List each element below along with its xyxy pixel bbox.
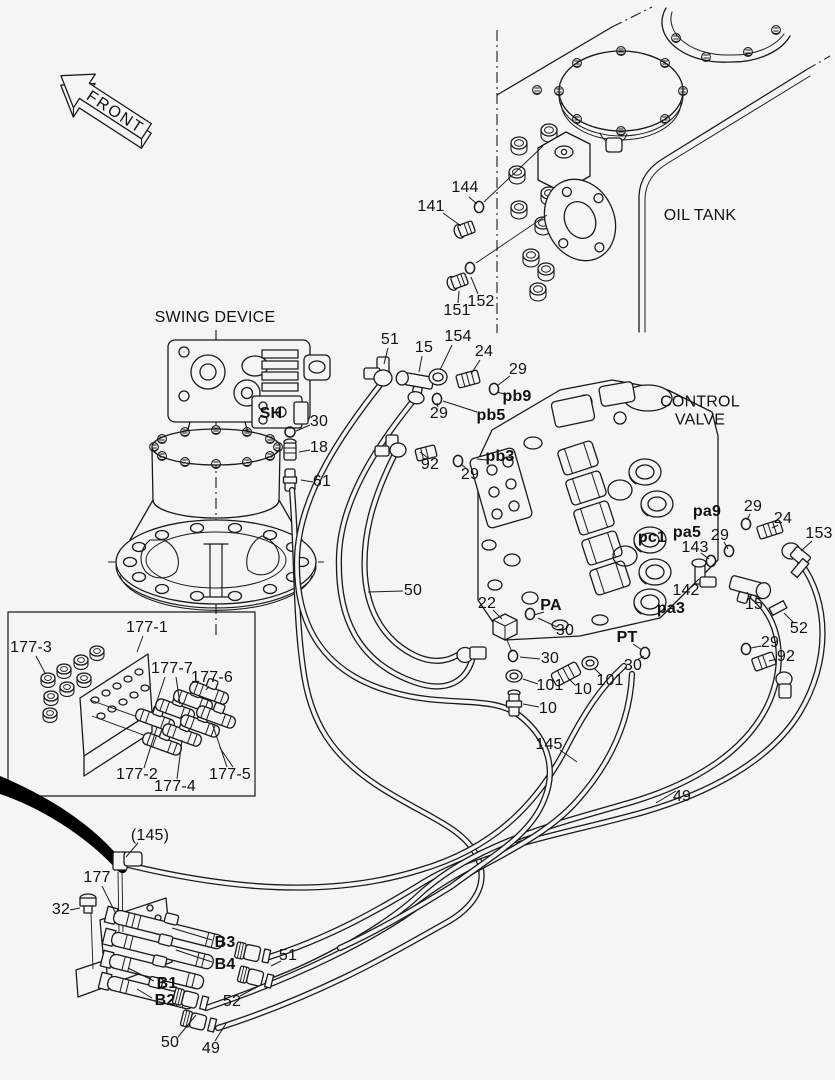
hoses <box>120 376 826 1032</box>
swing-flange <box>115 519 317 611</box>
elbow-51 <box>363 356 393 387</box>
nipple-24a <box>455 369 481 389</box>
control-valve <box>469 379 719 641</box>
valve-spool-caps <box>607 458 674 616</box>
tank-cover-rear <box>661 7 791 63</box>
oring-30b <box>507 649 519 663</box>
tank-cover-front <box>554 46 688 153</box>
block-22 <box>492 613 518 641</box>
elbow-49 <box>775 671 793 699</box>
oil-tank <box>475 6 831 333</box>
fitting-101b <box>581 655 599 671</box>
nipple-24b <box>756 519 784 540</box>
oring-29b <box>431 392 443 406</box>
pointer-swoosh <box>0 776 127 874</box>
elbow-pa <box>456 646 487 664</box>
leader-lines <box>35 196 813 1042</box>
tank-flange <box>543 178 617 262</box>
oring-29f <box>740 642 752 656</box>
fitting-101a <box>505 669 523 683</box>
hose-end-49 <box>179 1009 218 1035</box>
oring-29d <box>740 517 752 531</box>
hose-end-50 <box>171 987 210 1013</box>
hose-end-52 <box>236 965 275 991</box>
parts-box-177 <box>7 611 256 797</box>
nipple-92b <box>751 651 777 672</box>
oring-152 <box>464 261 476 275</box>
hose-end-51 <box>233 941 272 966</box>
manifold-row-2 <box>101 927 214 970</box>
elbow-142 <box>691 558 717 588</box>
oring-29a <box>488 382 500 396</box>
nipple-92a <box>414 444 438 462</box>
sh-fitting-stack <box>282 426 298 492</box>
tank-bracket <box>537 131 591 193</box>
bracket-plate-177-1 <box>79 653 153 777</box>
nut-154 <box>428 368 448 386</box>
fitting-10a <box>505 689 523 717</box>
oring-29c <box>452 454 464 468</box>
sh-valve-block <box>251 395 309 429</box>
bottom-manifold <box>75 557 810 1035</box>
plug-151 <box>444 271 470 293</box>
elbow-92 <box>374 434 407 458</box>
fitting-10b <box>550 661 582 687</box>
bolt-32 <box>79 893 97 970</box>
front-arrow: FRONT <box>60 73 153 149</box>
swing-device <box>108 330 331 636</box>
manifold-row-3 <box>99 949 205 990</box>
oring-29e <box>723 544 735 558</box>
tee-15a <box>395 370 435 405</box>
valve-spool-column <box>557 440 631 596</box>
fittings <box>363 200 811 717</box>
tee-15b <box>728 575 772 604</box>
